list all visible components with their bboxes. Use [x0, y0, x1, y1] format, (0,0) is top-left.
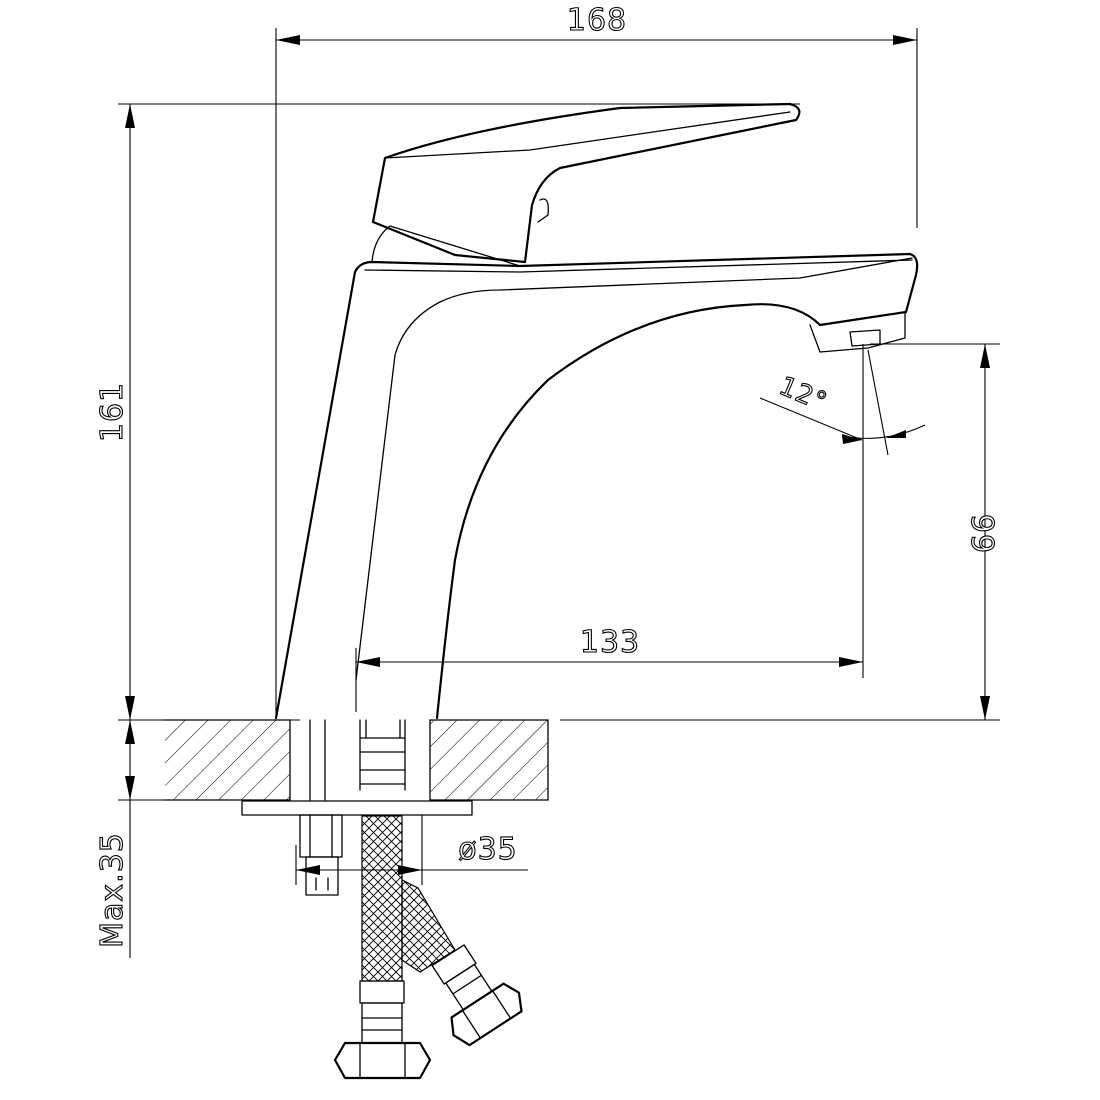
dim-spray-angle: 12° [775, 371, 832, 418]
countertop-section [164, 719, 549, 801]
dim-overall-width: 168 [567, 3, 627, 38]
faucet-body [274, 102, 919, 720]
dimension-lines [118, 28, 1000, 958]
dim-spout-height: 99 [964, 514, 999, 554]
dim-overall-height: 161 [95, 382, 130, 442]
dim-hole-diameter: ø35 [458, 832, 518, 867]
mounting-assembly [241, 719, 523, 1080]
dim-max-deck-thickness: Max.35 [95, 832, 130, 948]
dim-spout-reach: 133 [580, 625, 640, 660]
